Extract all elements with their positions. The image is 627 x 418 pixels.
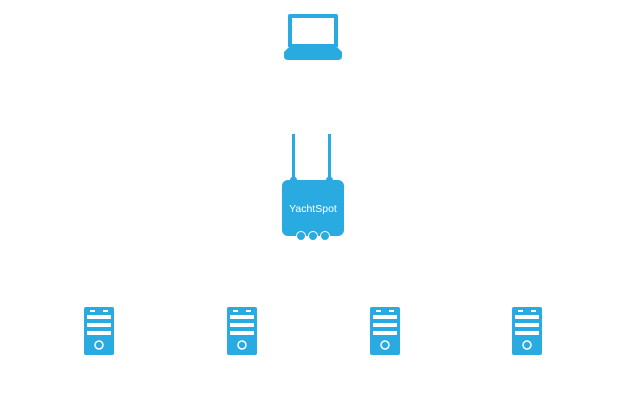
server-node-3	[369, 306, 401, 356]
laptop-node	[282, 12, 344, 62]
router-label: YachtSpot	[289, 203, 337, 215]
server-icon	[370, 307, 400, 355]
server-node-4	[511, 306, 543, 356]
laptop-icon	[284, 14, 342, 60]
wifi-router-icon	[282, 134, 344, 241]
server-node-2	[226, 306, 258, 356]
router-node: YachtSpot	[279, 132, 347, 244]
server-icon	[227, 307, 257, 355]
server-icon	[512, 307, 542, 355]
server-node-1	[83, 306, 115, 356]
server-icon	[84, 307, 114, 355]
